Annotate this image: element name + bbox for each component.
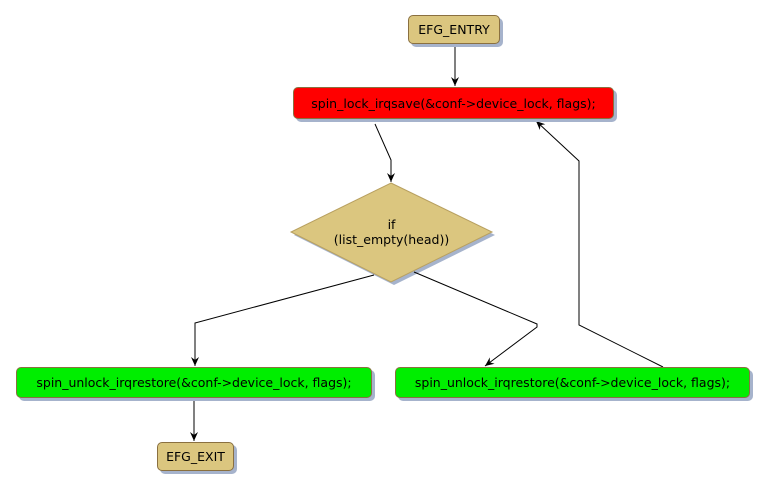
node-spin-unlock-irqrestore-right: spin_unlock_irqrestore(&conf->device_loc… [395, 367, 750, 398]
node-spin-unlock-irqrestore-left: spin_unlock_irqrestore(&conf->device_loc… [16, 367, 372, 398]
edge-lock-to-cond [374, 123, 395, 182]
decision-label: if (list_empty(head)) [291, 217, 492, 247]
edge-cond-to-unlock-right [413, 271, 538, 367]
edge-cond-to-unlock-left [191, 274, 375, 366]
decision-label-line2: (list_empty(head)) [333, 232, 450, 247]
edge-unlock-right-to-lock [535, 120, 664, 368]
decision-diamond [289, 182, 494, 283]
decision-label-line1: if [387, 217, 396, 232]
node-efg-exit: EFG_EXIT [157, 442, 234, 471]
node-efg-entry: EFG_ENTRY [408, 15, 500, 44]
node-spin-lock-irqsave: spin_lock_irqsave(&conf->device_lock, fl… [293, 87, 614, 119]
